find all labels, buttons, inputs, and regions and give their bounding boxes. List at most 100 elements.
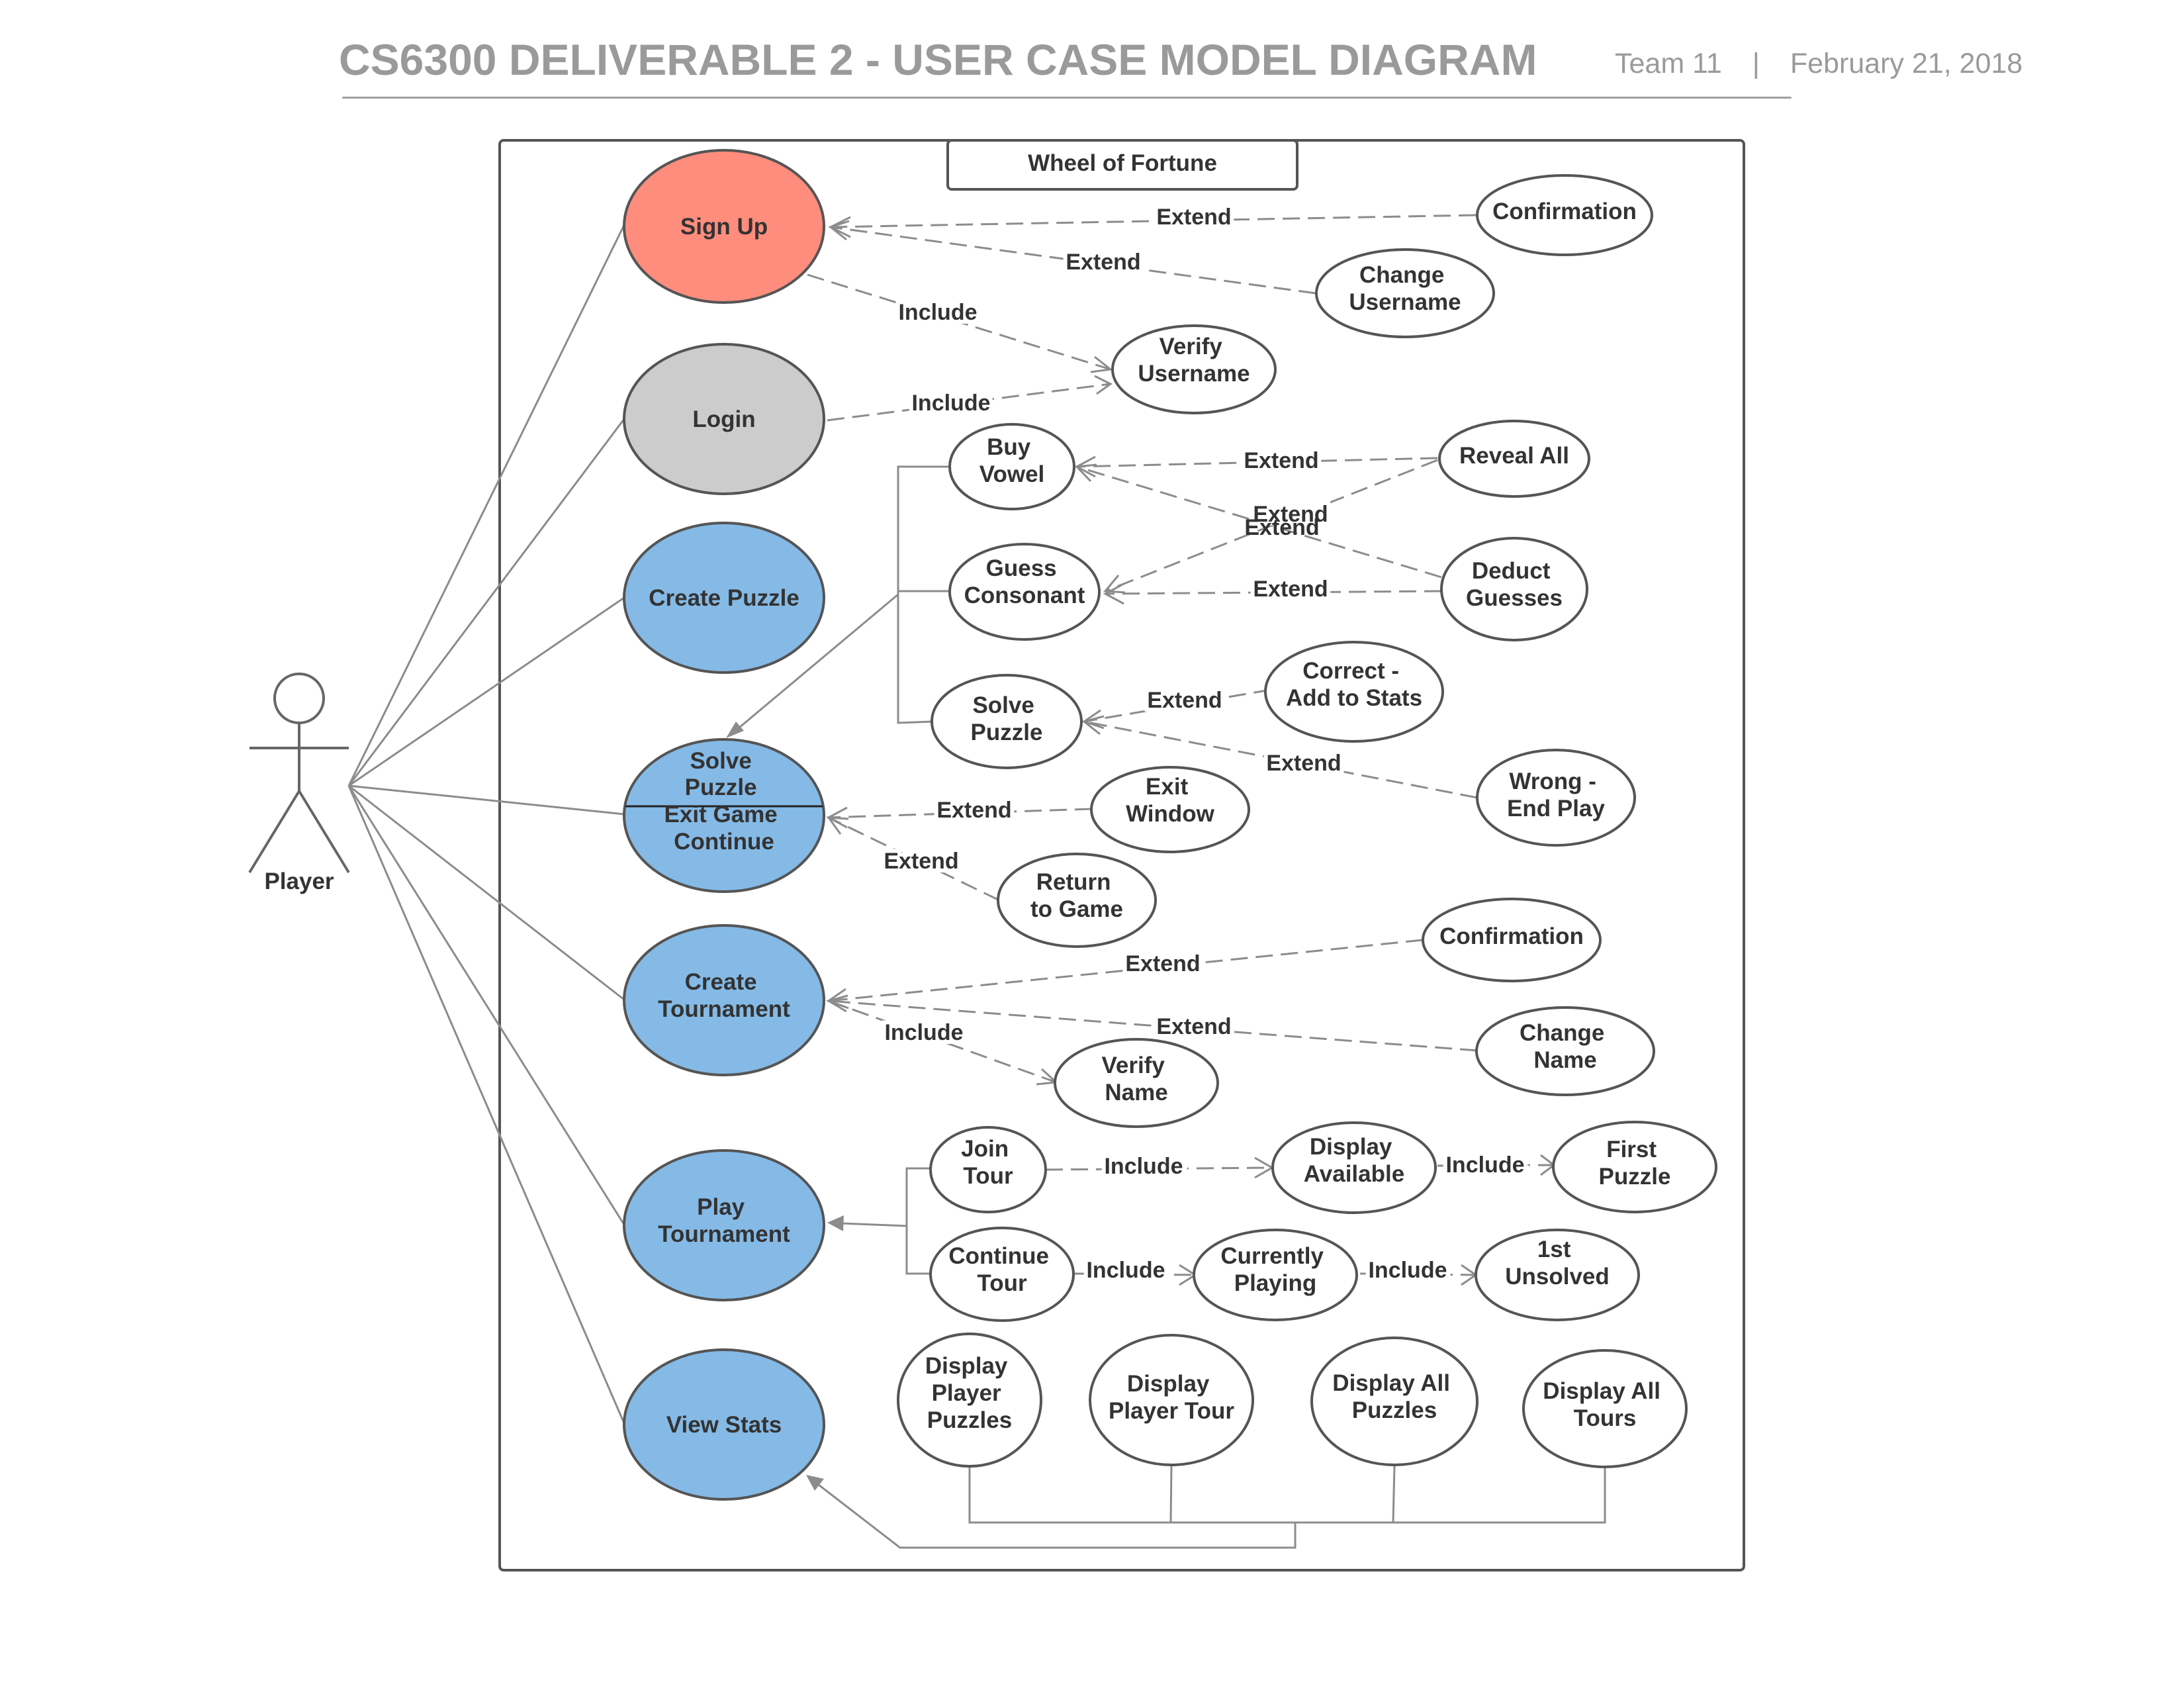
create-tournament-ellipse: [623, 924, 825, 1076]
exit-window-ellipse: [1090, 766, 1250, 853]
assoc-create-tournament: [348, 784, 625, 1001]
change-username-line-2: Username: [1349, 289, 1461, 315]
use-case-first-puzzle[interactable]: First Puzzle: [1552, 1121, 1717, 1213]
deduct-guesses-line-2: Guesses: [1466, 585, 1563, 611]
use-case-correct-add-to-stats[interactable]: Correct - Add to Stats: [1264, 641, 1444, 743]
use-case-join-tour[interactable]: Join Tour: [929, 1126, 1047, 1213]
svg-text:Display Player Tour: Display Player Tour: [1109, 1371, 1234, 1424]
svg-text:Confirmation: Confirmation: [1439, 923, 1584, 949]
label-login-verify-username: Include: [911, 391, 990, 416]
deduct-guesses-ellipse: [1440, 537, 1588, 641]
use-case-currently-playing[interactable]: Currently Playing: [1193, 1229, 1358, 1321]
label-tournament-verify-name: Include: [884, 1020, 963, 1045]
svg-text:Solve Puzzle Exit: Solve Puzzle Exit Game Continue: [664, 748, 784, 855]
use-case-change-name[interactable]: Change Name: [1475, 1006, 1655, 1096]
return-to-game-line-2: to Game: [1030, 896, 1123, 922]
use-case-return-to-game[interactable]: Return to Game: [997, 853, 1157, 948]
display-player-puzzles-line-2: Player: [932, 1380, 1001, 1406]
use-case-buy-vowel[interactable]: Buy Vowel: [948, 423, 1075, 510]
use-case-tournament-confirmation[interactable]: Confirmation: [1422, 898, 1602, 982]
display-player-puzzles-line-3: Puzzles: [927, 1407, 1012, 1433]
solve-puzzle-option-line-2: Puzzle: [971, 720, 1043, 745]
display-player-puzzles-line-1: Display: [925, 1353, 1008, 1379]
use-case-display-player-tour[interactable]: Display Player Tour: [1089, 1334, 1254, 1466]
edge-continue-currently-playing: [1073, 1272, 1196, 1276]
create-tournament-label-line-1: Create: [685, 969, 757, 995]
use-case-confirmation[interactable]: Confirmation: [1476, 174, 1653, 256]
meta-separator: |: [1752, 48, 1760, 79]
generalization-to-play-tournament: [840, 1222, 907, 1227]
use-case-deduct-guesses[interactable]: Deduct Guesses: [1440, 537, 1588, 641]
assoc-view-stats: [347, 785, 625, 1424]
svg-text:Verify Name: Verify Name: [1101, 1053, 1171, 1105]
svg-text:Display All Puzzles: Display All Puzzles: [1332, 1370, 1456, 1423]
date-label: February 21, 2018: [1790, 48, 2023, 79]
currently-playing-line-2: Playing: [1234, 1270, 1316, 1296]
currently-playing-ellipse: [1193, 1229, 1358, 1321]
display-all-puzzles-line-1: Display All: [1332, 1370, 1450, 1396]
label-guess-deduct: Extend: [1253, 577, 1328, 602]
use-case-solve-puzzle-option[interactable]: Solve Puzzle: [931, 674, 1083, 769]
use-case-display-all-puzzles[interactable]: Display All Puzzles: [1310, 1336, 1479, 1466]
label-tournament-change-name: Extend: [1156, 1014, 1231, 1039]
team-label: Team 11: [1615, 48, 1722, 79]
edge-signup-change-username: [830, 226, 1316, 295]
title-underline: [342, 97, 1792, 99]
first-puzzle-line-2: Puzzle: [1599, 1164, 1671, 1190]
svg-text:Guess Consonant: Guess Consonant: [964, 555, 1085, 608]
use-case-continue-tour[interactable]: Continue Tour: [929, 1227, 1075, 1322]
svg-text:First Puzzle: First Puzzle: [1599, 1137, 1671, 1190]
use-case-verify-username[interactable]: Verify Username: [1111, 324, 1277, 414]
use-case-view-stats[interactable]: View Stats: [623, 1348, 825, 1501]
return-to-game-line-1: Return: [1036, 869, 1111, 895]
assoc-solve-puzzle: [348, 784, 625, 816]
svg-text:Continue Tour: Continue Tour: [948, 1243, 1055, 1296]
buy-vowel-ellipse: [948, 423, 1075, 510]
create-puzzle-label: Create Puzzle: [649, 585, 799, 611]
use-case-exit-window[interactable]: Exit Window: [1090, 766, 1250, 853]
first-puzzle-ellipse: [1552, 1121, 1717, 1213]
login-label: Login: [692, 406, 755, 432]
use-case-create-tournament[interactable]: Create Tournament: [623, 924, 825, 1076]
use-case-wrong-end-play[interactable]: Wrong - End Play: [1476, 749, 1636, 847]
change-username-line-1: Change: [1359, 262, 1444, 288]
label-signup-verify-username: Include: [898, 300, 977, 325]
tournament-confirmation-ellipse: [1422, 898, 1602, 982]
use-case-display-player-puzzles[interactable]: Display Player Puzzles: [897, 1333, 1042, 1468]
use-case-create-puzzle[interactable]: Create Puzzle: [623, 522, 825, 674]
svg-text:Create Puzzle: Create Puzzle: [649, 585, 799, 611]
sign-up-label: Sign Up: [680, 214, 768, 240]
play-tournament-label-line-2: Tournament: [658, 1221, 790, 1247]
actor-player[interactable]: Player: [248, 673, 350, 894]
svg-text:Currently Playing: Currently Playing: [1220, 1243, 1330, 1296]
play-tournament-ellipse: [623, 1149, 825, 1301]
display-all-puzzles-ellipse: [1310, 1336, 1479, 1466]
use-case-change-username[interactable]: Change Username: [1315, 248, 1495, 338]
solve-puzzle-label-line-1: Solve: [690, 748, 751, 774]
label-return-to-game: Extend: [884, 849, 958, 874]
deduct-guesses-line-1: Deduct: [1472, 558, 1551, 584]
use-case-solve-puzzle[interactable]: Solve Puzzle Exit Game Continue: [623, 738, 825, 893]
use-case-display-all-tours[interactable]: Display All Tours: [1522, 1349, 1688, 1468]
use-case-play-tournament[interactable]: Play Tournament: [623, 1149, 825, 1301]
confirmation-label: Confirmation: [1492, 199, 1637, 224]
exit-window-line-2: Window: [1126, 801, 1215, 827]
use-case-display-available[interactable]: Display Available: [1271, 1121, 1437, 1214]
use-case-guess-consonant[interactable]: Guess Consonant: [948, 543, 1101, 641]
edge-solve-wrong: [1083, 720, 1478, 799]
arrowhead-guess-2: [1103, 583, 1124, 605]
label-available-first-puzzle: Include: [1445, 1152, 1524, 1178]
label-tournament-confirmation: Extend: [1125, 951, 1200, 976]
correct-add-to-stats-line-1: Correct -: [1302, 658, 1399, 684]
use-case-sign-up[interactable]: Sign Up: [623, 149, 825, 304]
edge-buy-vowel-deduct: [1076, 465, 1442, 579]
use-case-first-unsolved[interactable]: 1st Unsolved: [1475, 1229, 1640, 1321]
arrowhead-verify-name: [1036, 1068, 1059, 1086]
use-case-login[interactable]: Login: [623, 343, 825, 495]
use-case-verify-name[interactable]: Verify Name: [1054, 1038, 1219, 1128]
use-case-reveal-all[interactable]: Reveal All: [1438, 420, 1590, 498]
svg-text:Reveal All: Reveal All: [1459, 443, 1569, 469]
svg-text:Change Username: Change Username: [1349, 262, 1461, 315]
first-unsolved-line-1: 1st: [1537, 1237, 1571, 1262]
